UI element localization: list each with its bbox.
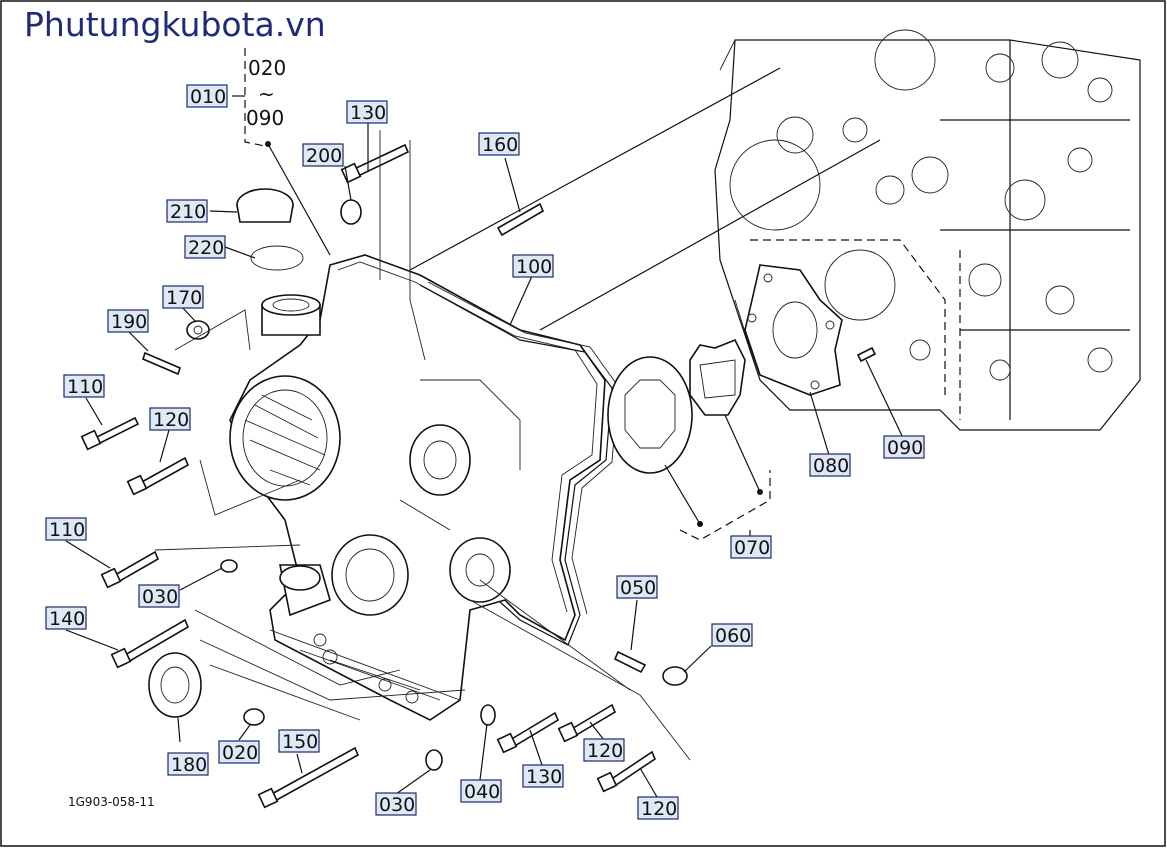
part-label-box — [460, 779, 502, 803]
part-label-090[interactable]: 090 — [883, 435, 925, 459]
part-label-180[interactable]: 180 — [167, 752, 209, 776]
part-label-030[interactable]: 030 — [138, 584, 180, 608]
part-label-text: 130 — [526, 766, 562, 788]
part-label-050[interactable]: 050 — [616, 575, 658, 599]
part-label-text: 090 — [887, 437, 923, 459]
part-label-text: 220 — [188, 237, 224, 259]
part-label-text: 150 — [282, 731, 318, 753]
part-label-box — [278, 729, 320, 753]
part-label-text: 070 — [734, 537, 770, 559]
part-label-box — [522, 764, 564, 788]
part-label-text: 040 — [464, 781, 500, 803]
part-label-box — [184, 235, 226, 259]
bolt-drawings — [80, 143, 877, 809]
part-label-060[interactable]: 060 — [711, 623, 753, 647]
part-label-200[interactable]: 200 — [302, 143, 344, 167]
cover-plate-drawing — [744, 264, 843, 396]
part-label-080[interactable]: 080 — [809, 453, 851, 477]
part-label-070[interactable]: 070 — [730, 535, 772, 559]
part-label-040[interactable]: 040 — [460, 779, 502, 803]
part-label-text: 120 — [153, 409, 189, 431]
part-label-170[interactable]: 170 — [162, 285, 204, 309]
part-label-text: 060 — [715, 625, 751, 647]
part-label-text: 100 — [516, 256, 552, 278]
part-label-box — [809, 453, 851, 477]
label-leader-lines — [65, 48, 905, 798]
part-label-text: 180 — [171, 754, 207, 776]
part-label-text: 130 — [350, 102, 386, 124]
part-label-box — [138, 584, 180, 608]
part-label-text: 140 — [49, 608, 85, 630]
part-label-text: 160 — [482, 134, 518, 156]
part-label-box — [63, 374, 105, 398]
part-label-box — [583, 738, 625, 762]
part-label-box — [375, 792, 417, 816]
part-label-190[interactable]: 190 — [107, 309, 149, 333]
part-label-110[interactable]: 110 — [63, 374, 105, 398]
gear-case-drawing — [229, 254, 606, 721]
part-label-box — [186, 84, 228, 108]
part-label-box — [711, 623, 753, 647]
part-label-120[interactable]: 120 — [149, 407, 191, 431]
small-part-drawings — [148, 188, 688, 771]
brand-title: Phutungkubota.vn — [24, 5, 326, 44]
part-label-text: 050 — [620, 577, 656, 599]
part-label-box — [167, 752, 209, 776]
part-label-text: 010 — [190, 86, 226, 108]
part-label-010[interactable]: 010 — [186, 84, 228, 108]
range-to: 090 — [246, 106, 284, 130]
part-label-120[interactable]: 120 — [637, 796, 679, 820]
part-label-text: 190 — [111, 311, 147, 333]
part-label-text: 080 — [813, 455, 849, 477]
part-number-labels: 010 130 200 160 210 220 100 170 190 110 120 110 030 1… — [45, 84, 925, 820]
drawing-code: 1G903-058-11 — [68, 795, 155, 809]
part-label-box — [883, 435, 925, 459]
range-bracket: 020 ~ 090 — [246, 56, 286, 130]
range-from: 020 — [248, 56, 286, 80]
part-label-box — [730, 535, 772, 559]
part-label-text: 210 — [170, 201, 206, 223]
part-label-030[interactable]: 030 — [375, 792, 417, 816]
part-label-box — [45, 606, 87, 630]
part-label-140[interactable]: 140 — [45, 606, 87, 630]
part-label-100[interactable]: 100 — [512, 254, 554, 278]
part-label-box — [637, 796, 679, 820]
part-label-text: 170 — [166, 287, 202, 309]
part-label-box — [478, 132, 520, 156]
part-label-text: 110 — [49, 519, 85, 541]
oil-pump-rotor-drawing — [607, 338, 746, 474]
part-label-130[interactable]: 130 — [346, 100, 388, 124]
part-label-text: 120 — [587, 740, 623, 762]
part-label-box — [616, 575, 658, 599]
part-label-210[interactable]: 210 — [166, 199, 208, 223]
part-label-text: 110 — [67, 376, 103, 398]
part-label-box — [346, 100, 388, 124]
part-label-150[interactable]: 150 — [278, 729, 320, 753]
part-label-box — [107, 309, 149, 333]
part-label-220[interactable]: 220 — [184, 235, 226, 259]
part-label-120[interactable]: 120 — [583, 738, 625, 762]
part-label-160[interactable]: 160 — [478, 132, 520, 156]
part-label-130[interactable]: 130 — [522, 764, 564, 788]
engine-leader-lines — [409, 67, 881, 331]
part-label-box — [512, 254, 554, 278]
part-label-box — [149, 407, 191, 431]
part-label-text: 120 — [641, 798, 677, 820]
range-separator: ~ — [258, 82, 275, 106]
part-label-text: 200 — [306, 145, 342, 167]
part-label-box — [45, 517, 87, 541]
part-label-box — [218, 740, 260, 764]
part-label-text: 030 — [379, 794, 415, 816]
part-label-text: 020 — [222, 742, 258, 764]
part-label-box — [162, 285, 204, 309]
part-label-text: 030 — [142, 586, 178, 608]
part-label-020[interactable]: 020 — [218, 740, 260, 764]
part-label-box — [302, 143, 344, 167]
part-label-110[interactable]: 110 — [45, 517, 87, 541]
part-label-box — [166, 199, 208, 223]
